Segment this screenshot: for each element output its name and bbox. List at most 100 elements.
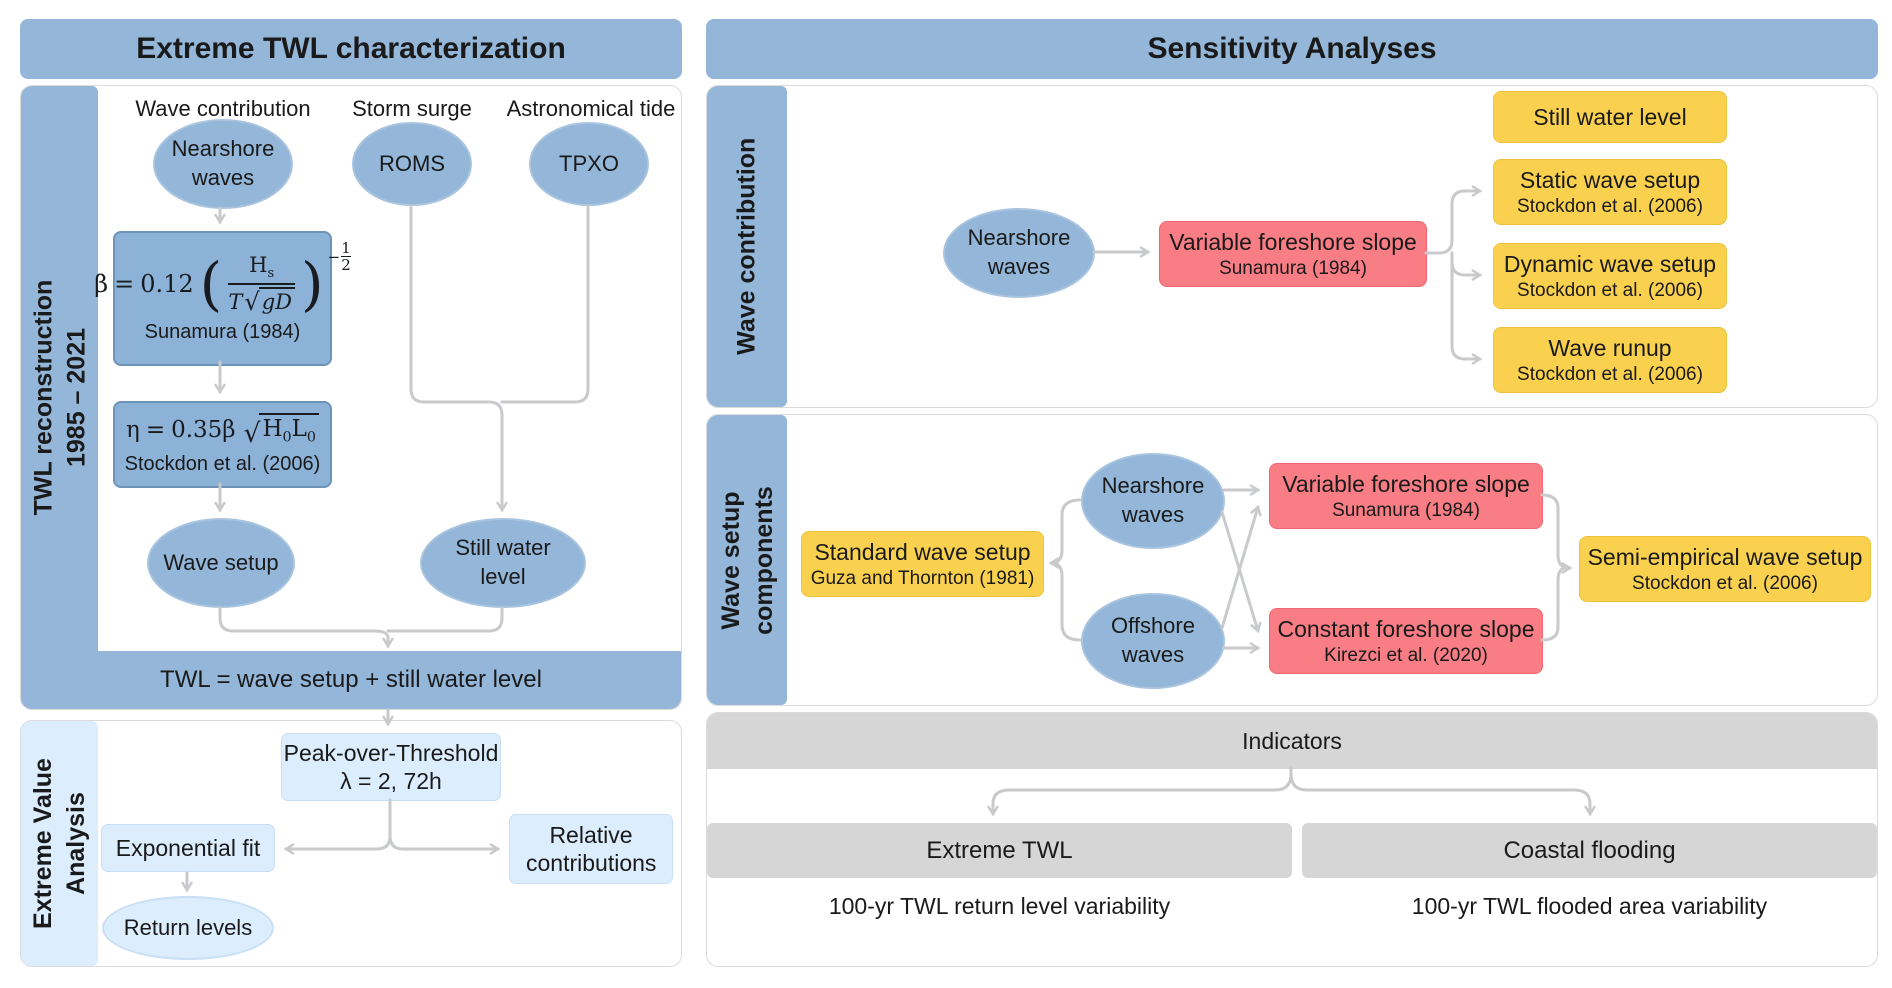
- eta-formula: η = 0.35β √H0L0: [126, 413, 319, 446]
- numerator-base: H: [249, 252, 268, 277]
- root-base2: L: [291, 416, 307, 443]
- exponential-fit-label: Exponential fit: [115, 834, 261, 861]
- roms-ellipse: ROMS: [352, 122, 472, 206]
- output-title: Wave runup: [1548, 334, 1672, 361]
- exponent-numerator: 1: [341, 238, 351, 257]
- variable-foreshore-reference: Sunamura (1984): [1332, 499, 1480, 521]
- nearshore-waves-ellipse: Nearshore waves: [943, 208, 1095, 298]
- denominator-pre: T: [228, 290, 243, 315]
- offshore-waves-ellipse: Offshore waves: [1081, 593, 1225, 689]
- left-panel-title: Extreme TWL characterization: [136, 32, 566, 65]
- sidebar-label-line1: Extreme Value: [29, 758, 57, 929]
- sidebar-label-line2: 1985 – 2021: [61, 327, 90, 468]
- standard-wave-setup-title: Standard wave setup: [814, 538, 1031, 565]
- beta-numerator: Hs: [245, 253, 278, 283]
- pot-parameters: λ = 2, 72h: [340, 768, 442, 794]
- constant-foreshore-reference: Kirezci et al. (2020): [1324, 644, 1488, 666]
- variable-foreshore-title: Variable foreshore slope: [1169, 228, 1417, 255]
- pot-title: Peak-over-Threshold: [283, 739, 499, 766]
- wave-runup-output-box: Wave runup Stockdon et al. (2006): [1493, 327, 1727, 393]
- return-levels-ellipse: Return levels: [102, 896, 274, 960]
- beta-fraction: Hs T√gD: [228, 253, 295, 314]
- extreme-value-analysis-card: Extreme Value Analysis Peak-over-Thresho…: [20, 720, 682, 967]
- eta-formula-box: η = 0.35β √H0L0 Stockdon et al. (2006): [113, 401, 332, 488]
- relative-contributions-label: Relative contributions: [526, 821, 657, 876]
- column-label-wave-contribution: Wave contribution: [135, 96, 311, 121]
- semi-empirical-reference: Stockdon et al. (2006): [1632, 572, 1818, 594]
- coastal-flooding-caption: 100-yr TWL flooded area variability: [1411, 893, 1768, 919]
- eta-symbol: η: [126, 416, 140, 443]
- output-reference: Stockdon et al. (2006): [1517, 195, 1703, 217]
- beta-coefficient: 0.12: [140, 269, 194, 298]
- denominator-root: gD: [258, 287, 295, 314]
- semi-empirical-wave-setup-box: Semi-empirical wave setup Stockdon et al…: [1579, 536, 1871, 602]
- wave-contribution-sidebar: Wave contribution: [707, 86, 787, 407]
- exponential-fit-box: Exponential fit: [101, 824, 275, 872]
- still-water-level-output-box: Still water level: [1493, 91, 1727, 143]
- right-panel-header: Sensitivity Analyses: [706, 19, 1878, 79]
- output-title: Still water level: [1533, 103, 1687, 130]
- exponent-denominator: 2: [341, 256, 351, 274]
- twl-reconstruction-card: TWL reconstruction 1985 – 2021 Wave cont…: [20, 85, 682, 710]
- output-title: Static wave setup: [1519, 166, 1701, 193]
- exponent-sign: −: [327, 247, 341, 266]
- sidebar-label-line2: components: [749, 485, 777, 635]
- wave-setup-components-sidebar: Wave setup components: [707, 415, 787, 705]
- standard-wave-setup-box: Standard wave setup Guza and Thornton (1…: [801, 531, 1044, 597]
- wave-setup-ellipse: Wave setup: [147, 518, 295, 608]
- indicators-header-label: Indicators: [1242, 727, 1342, 754]
- sidebar-label-line1: Wave setup: [716, 491, 745, 630]
- variable-foreshore-title: Variable foreshore slope: [1282, 470, 1530, 497]
- eta-sqrt: √H0L0: [244, 413, 319, 446]
- numerator-sub: s: [267, 266, 275, 282]
- constant-foreshore-slope-box: Constant foreshore slope Kirezci et al. …: [1269, 608, 1543, 674]
- coastal-flooding-label: Coastal flooding: [1503, 836, 1676, 864]
- column-label-astronomical-tide: Astronomical tide: [506, 96, 676, 121]
- sidebar-label-line1: TWL reconstruction: [29, 279, 58, 516]
- constant-foreshore-title: Constant foreshore slope: [1277, 615, 1535, 642]
- wave-contribution-card: Wave contribution Nearshore waves Variab…: [706, 85, 1878, 408]
- still-water-level-ellipse: Still water level: [420, 518, 586, 608]
- output-title: Dynamic wave setup: [1503, 250, 1717, 277]
- variable-foreshore-slope-box: Variable foreshore slope Sunamura (1984): [1159, 221, 1427, 287]
- relative-contributions-box: Relative contributions: [509, 814, 673, 884]
- variable-foreshore-slope-box: Variable foreshore slope Sunamura (1984): [1269, 463, 1543, 529]
- root-sub2: 0: [306, 429, 316, 446]
- nearshore-waves-ellipse: Nearshore waves: [1081, 453, 1225, 549]
- peak-over-threshold-box: Peak-over-Threshold λ = 2, 72h: [281, 733, 501, 801]
- nearshore-waves-ellipse: Nearshore waves: [153, 119, 293, 209]
- left-panel-header: Extreme TWL characterization: [20, 19, 682, 79]
- equals-sign: =: [145, 416, 166, 443]
- extreme-twl-box: Extreme TWL: [707, 823, 1292, 878]
- wave-setup-components-sidebar-label: Wave setup components: [715, 486, 780, 635]
- eta-formula-reference: Stockdon et al. (2006): [124, 452, 321, 475]
- wave-contribution-sidebar-label: Wave contribution: [732, 137, 761, 356]
- twl-equation-bar: TWL = wave setup + still water level: [21, 651, 681, 709]
- output-reference: Stockdon et al. (2006): [1517, 363, 1703, 385]
- tpxo-ellipse: TPXO: [529, 122, 649, 206]
- column-label-storm-surge: Storm surge: [352, 96, 472, 121]
- extreme-value-analysis-sidebar: Extreme Value Analysis: [21, 721, 98, 966]
- extreme-value-analysis-sidebar-label: Extreme Value Analysis: [27, 758, 92, 929]
- equals-sign: =: [114, 269, 135, 298]
- right-panel-title: Sensitivity Analyses: [1147, 32, 1437, 65]
- twl-equation: TWL = wave setup + still water level: [160, 666, 542, 693]
- twl-reconstruction-sidebar-label: TWL reconstruction 1985 – 2021: [27, 280, 92, 516]
- radical-sign: √: [244, 288, 260, 317]
- indicators-header-bar: Indicators: [707, 713, 1877, 769]
- extreme-twl-caption: 100-yr TWL return level variability: [828, 893, 1171, 919]
- beta-formula-reference: Sunamura (1984): [144, 321, 301, 344]
- sidebar-label-line2: Analysis: [61, 792, 90, 895]
- coastal-flooding-box: Coastal flooding: [1302, 823, 1877, 878]
- root-sub1: 0: [282, 429, 292, 446]
- extreme-twl-label: Extreme TWL: [926, 836, 1073, 864]
- root-base1: H: [262, 416, 283, 443]
- beta-symbol: β: [94, 269, 109, 298]
- variable-foreshore-reference: Sunamura (1984): [1219, 257, 1367, 279]
- dynamic-wave-setup-output-box: Dynamic wave setup Stockdon et al. (2006…: [1493, 243, 1727, 309]
- output-reference: Stockdon et al. (2006): [1517, 279, 1703, 301]
